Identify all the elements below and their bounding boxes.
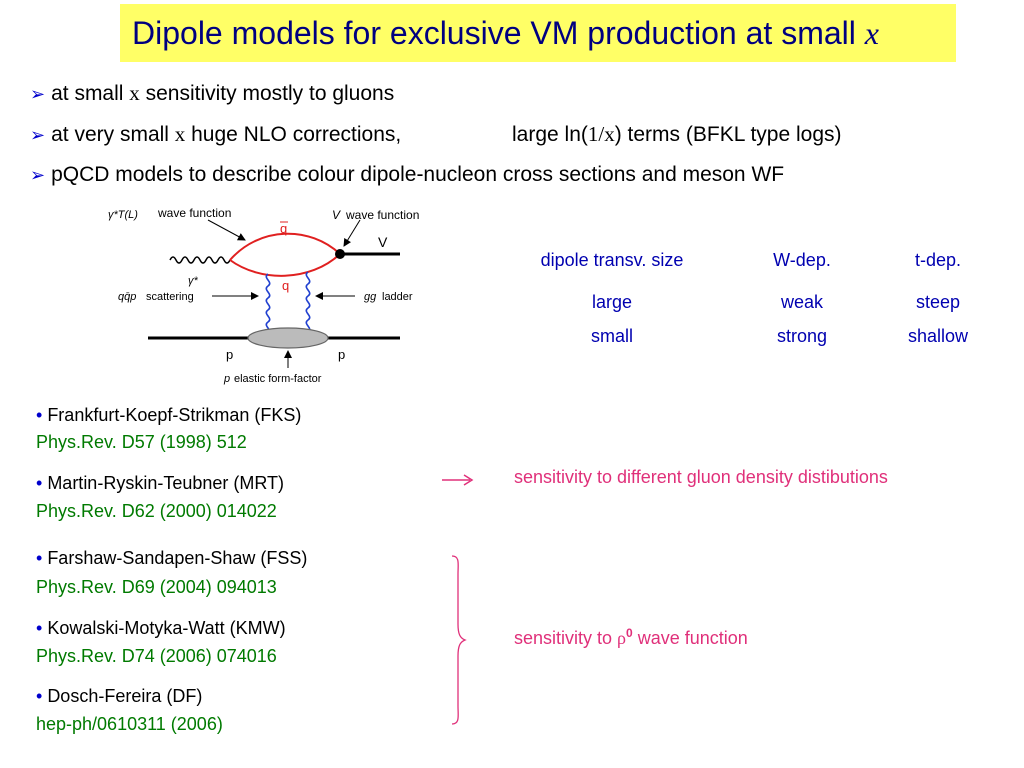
rho-note: sensitivity to ρ0 wave function: [514, 626, 748, 649]
label-qbar: q: [280, 221, 287, 236]
label-p-left: p: [226, 347, 233, 362]
ref-name-mrt: • Martin-Ryskin-Teubner (MRT): [36, 473, 284, 494]
label-gg: gg: [364, 291, 377, 303]
ref-cite-fks: Phys.Rev. D57 (1998) 512: [36, 432, 247, 452]
label-v: V: [332, 208, 341, 222]
bullet-1-pre: at small: [51, 82, 130, 105]
label-gamma-wf: wave function: [157, 206, 231, 220]
bullet-2-extra-pre: large ln(: [512, 123, 588, 146]
ref-name-fss: • Farshaw-Sandapen-Shaw (FSS): [36, 548, 307, 569]
table-cell: large: [591, 292, 633, 312]
ref-name-text: Dosch-Fereira (DF): [47, 686, 203, 706]
label-q: q: [282, 278, 289, 293]
label-p-italic: p: [223, 373, 230, 385]
bullet-2-pre: at very small: [51, 123, 175, 146]
bullet-dot-icon: •: [36, 405, 48, 425]
ref-name-df: • Dosch-Fereira (DF): [36, 686, 202, 707]
label-p-right: p: [338, 347, 345, 362]
slide-title: Dipole models for exclusive VM productio…: [120, 4, 956, 62]
ref-name-text: Kowalski-Motyka-Watt (KMW): [47, 618, 286, 638]
bullet-2-var: x: [174, 122, 186, 146]
pink-arrow-icon: [442, 474, 474, 486]
bullet-2-extra: large ln(1/x) terms (BFKL type logs): [512, 122, 842, 147]
title-var: x: [864, 15, 879, 51]
ref-cite-kmw: Phys.Rev. D74 (2006) 074016: [36, 646, 277, 666]
table-header-size: dipole transv. size: [540, 250, 684, 270]
quark-upper: [229, 232, 341, 261]
bullet-1: ➢at small x sensitivity mostly to gluons: [30, 81, 394, 106]
bullet-3: ➢pQCD models to describe colour dipole-n…: [30, 163, 784, 187]
label-gamma-star: γ*: [188, 275, 199, 287]
label-qqp: qq̄p: [118, 291, 136, 303]
ref-name-fks: • Frankfurt-Koepf-Strikman (FKS): [36, 405, 301, 426]
label-v-out: V: [378, 234, 388, 250]
bullet-dot-icon: •: [36, 473, 48, 493]
proton-blob: [247, 327, 329, 349]
arrow-bullet-icon: ➢: [30, 165, 46, 185]
label-form-factor: elastic form-factor: [234, 373, 322, 385]
table-cell: shallow: [907, 326, 969, 346]
arrow-bullet-icon: ➢: [30, 84, 46, 104]
bullet-2: ➢at very small x huge NLO corrections,: [30, 122, 401, 147]
ref-cite-df: hep-ph/0610311 (2006): [36, 714, 223, 734]
rho-note-pre: sensitivity to: [514, 628, 618, 648]
table-cell: weak: [780, 292, 824, 312]
table-header-w: W-dep.: [773, 250, 831, 270]
ref-name-text: Farshaw-Sandapen-Shaw (FSS): [47, 548, 308, 568]
bullet-dot-icon: •: [36, 548, 48, 568]
ref-cite-fss: Phys.Rev. D69 (2004) 094013: [36, 577, 277, 597]
bullet-1-var: x: [129, 81, 140, 105]
rho-note-post: wave function: [632, 628, 748, 648]
table-header-t: t-dep.: [914, 250, 962, 270]
dipole-feynman-diagram: γ*T(L) wave function V wave function q q…: [108, 206, 419, 385]
bullet-dot-icon: •: [36, 686, 48, 706]
ref-name-text: Martin-Ryskin-Teubner (MRT): [47, 473, 285, 493]
title-text: Dipole models for exclusive VM productio…: [132, 15, 865, 51]
table-cell: steep: [915, 292, 961, 312]
ref-cite-mrt: Phys.Rev. D62 (2000) 014022: [36, 501, 277, 521]
bullet-dot-icon: •: [36, 618, 48, 638]
bullet-3-text: pQCD models to describe colour dipole-nu…: [51, 163, 785, 186]
ref-name-kmw: • Kowalski-Motyka-Watt (KMW): [36, 618, 286, 639]
rho-symbol: ρ: [617, 628, 627, 648]
rho-superscript: 0: [626, 626, 633, 640]
table-cell: small: [590, 326, 633, 346]
right-brace-icon: [451, 555, 467, 725]
gluon-note: sensitivity to different gluon density d…: [514, 467, 888, 487]
label-ladder: ladder: [382, 291, 413, 303]
bullet-2-extra-var: 1/x: [587, 122, 615, 146]
label-gamma-tl: γ*T(L): [108, 209, 138, 221]
table-cell: strong: [776, 326, 828, 346]
label-scattering: scattering: [146, 291, 194, 303]
photon-line: [169, 256, 231, 264]
ref-name-text: Frankfurt-Koepf-Strikman (FKS): [47, 405, 302, 425]
bullet-1-post: sensitivity mostly to gluons: [139, 82, 395, 105]
arrow-bullet-icon: ➢: [30, 125, 46, 145]
bullet-2-post: huge NLO corrections,: [185, 123, 402, 146]
label-v-wf: wave function: [345, 208, 419, 222]
quark-lower: [229, 253, 341, 277]
bullet-2-extra-post: ) terms (BFKL type logs): [614, 123, 842, 146]
